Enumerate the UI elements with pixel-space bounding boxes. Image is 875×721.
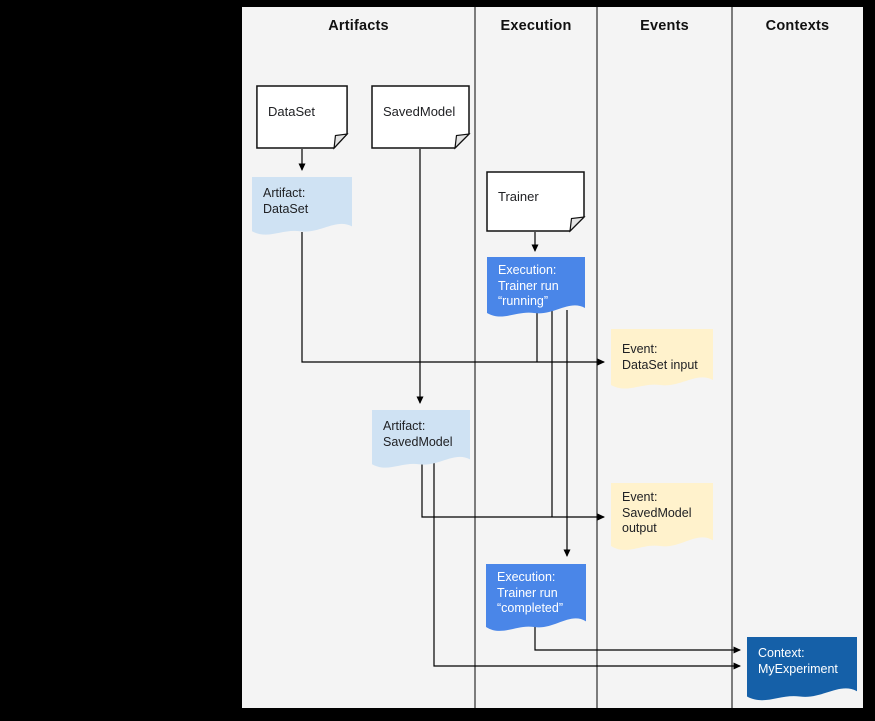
node-label-line: SavedModel xyxy=(383,434,453,449)
document-wave-shape xyxy=(611,483,713,550)
node-label-line: Context: xyxy=(758,646,805,660)
node-trainer: Trainer xyxy=(486,171,585,232)
node-event-savedmodel-output: Event: SavedModel output xyxy=(611,483,713,555)
node-label-line: MyExperiment xyxy=(758,661,838,676)
node-artifact-savedmodel: Artifact: SavedModel xyxy=(372,410,470,472)
document-wave-shape xyxy=(372,410,470,468)
node-label: SavedModel xyxy=(383,104,456,120)
column-header-events: Events xyxy=(640,18,689,34)
node-label-line: Artifact: xyxy=(263,186,306,200)
folded-card-shape xyxy=(371,85,470,149)
node-label-line: Event: xyxy=(622,342,658,356)
node-artifact-dataset: Artifact: DataSet xyxy=(252,177,352,239)
column-header-contexts: Contexts xyxy=(765,18,830,34)
document-wave-shape xyxy=(252,177,352,235)
node-event-dataset-input: Event: DataSet input xyxy=(611,329,713,393)
folded-card-shape xyxy=(256,85,348,149)
edges-layer xyxy=(298,7,741,708)
document-wave-shape xyxy=(611,329,713,389)
node-label-line: DataSet xyxy=(263,201,309,216)
node-label: Trainer xyxy=(498,188,539,204)
node-label-line: Execution: xyxy=(497,570,556,584)
edge-artifactsavedmodel-to-context xyxy=(433,457,741,670)
node-label: DataSet xyxy=(268,104,315,120)
node-execution-running: Execution: Trainer run “running” xyxy=(487,257,585,321)
node-label-line: Execution: xyxy=(498,263,557,277)
document-wave-shape xyxy=(487,257,585,317)
node-savedmodel: SavedModel xyxy=(371,85,470,149)
mlmd-diagram-panel: Artifacts Execution Events Contexts Data… xyxy=(242,7,863,708)
edge-artifactsavedmodel-to-eventoutput xyxy=(421,457,605,521)
document-wave-shape xyxy=(486,564,586,631)
node-label-line: SavedModel xyxy=(622,505,692,520)
node-context-myexperiment: Context: MyExperiment xyxy=(747,637,857,705)
node-label-line: “running” xyxy=(498,294,549,308)
edge-completed-to-context xyxy=(534,623,741,654)
node-label-line: Event: xyxy=(622,490,658,504)
node-label-line: “completed” xyxy=(497,601,563,615)
node-label-line: Artifact: xyxy=(383,419,426,433)
document-wave-shape xyxy=(747,637,857,701)
column-header-execution: Execution xyxy=(500,18,572,34)
node-dataset: DataSet xyxy=(256,85,348,149)
column-header-artifacts: Artifacts xyxy=(328,18,389,34)
node-label-line: DataSet input xyxy=(622,357,698,372)
node-label-line: output xyxy=(622,521,657,535)
node-label-line: Trainer run xyxy=(497,585,558,600)
edge-artifactdataset-to-eventinput xyxy=(301,232,605,366)
folded-card-shape xyxy=(486,171,585,232)
node-label-line: Trainer run xyxy=(498,278,559,293)
node-execution-completed: Execution: Trainer run “completed” xyxy=(486,564,586,636)
